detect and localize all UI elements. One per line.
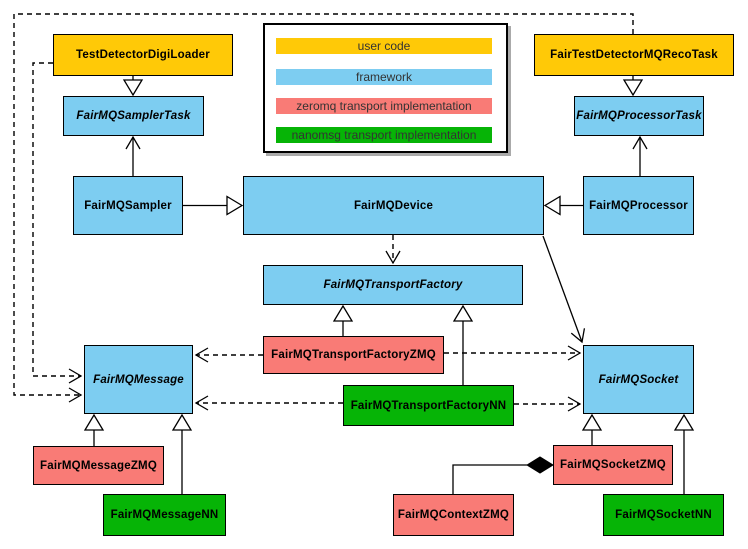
class-fairmqmessage: FairMQMessage	[84, 345, 193, 414]
legend-item-user-code: user code	[276, 38, 492, 54]
class-fairmqsampler: FairMQSampler	[73, 176, 183, 235]
class-fairmqsocketnn: FairMQSocketNN	[603, 494, 724, 536]
class-label: FairTestDetectorMQRecoTask	[550, 49, 718, 61]
legend-label: nanomsg transport implementation	[291, 128, 477, 142]
class-fairmqsamplertask: FairMQSamplerTask	[63, 96, 204, 136]
edge-device-socket	[542, 235, 586, 344]
class-testdetectordigiloader: TestDetectorDigiLoader	[53, 34, 233, 76]
class-fairmqtransportfactoryzmq: FairMQTransportFactoryZMQ	[263, 336, 444, 374]
class-label: FairMQSamplerTask	[76, 110, 191, 122]
class-fairmqprocessortask: FairMQProcessorTask	[574, 96, 704, 136]
edge-contextzmq-socketzmq	[452, 456, 554, 494]
class-label: FairMQSocketZMQ	[560, 459, 666, 471]
class-fairtestdetectormqrecotask: FairTestDetectorMQRecoTask	[534, 34, 734, 76]
class-label: FairMQProcessorTask	[576, 110, 702, 122]
class-fairmqsocket: FairMQSocket	[583, 345, 694, 414]
legend-label: user code	[357, 39, 411, 53]
class-fairmqtransportfactorynn: FairMQTransportFactoryNN	[343, 385, 514, 426]
class-label: TestDetectorDigiLoader	[76, 49, 210, 61]
legend: user code framework zeromq transport imp…	[263, 23, 508, 153]
class-label: FairMQSocketNN	[615, 509, 712, 521]
class-fairmqmessagezmq: FairMQMessageZMQ	[33, 446, 164, 485]
class-fairmqdevice: FairMQDevice	[243, 176, 544, 235]
class-fairmqmessagenn: FairMQMessageNN	[103, 494, 226, 536]
legend-label: zeromq transport implementation	[296, 99, 472, 113]
class-label: FairMQMessageNN	[110, 509, 219, 521]
legend-item-zeromq: zeromq transport implementation	[276, 98, 492, 114]
class-fairmqsocketzmq: FairMQSocketZMQ	[553, 445, 673, 485]
class-fairmqcontextzmq: FairMQContextZMQ	[393, 494, 514, 536]
class-fairmqprocessor: FairMQProcessor	[583, 176, 694, 235]
class-label: FairMQMessageZMQ	[40, 459, 157, 472]
class-label: FairMQMessage	[93, 373, 184, 386]
class-fairmqtransportfactory: FairMQTransportFactory	[263, 265, 523, 305]
class-label: FairMQDevice	[353, 199, 434, 212]
legend-item-nanomsg: nanomsg transport implementation	[276, 127, 492, 143]
class-label: FairMQContextZMQ	[397, 509, 510, 521]
class-label: FairMQTransportFactoryNN	[350, 399, 507, 412]
class-label: FairMQSampler	[84, 199, 172, 212]
legend-label: framework	[355, 70, 412, 84]
class-label: FairMQTransportFactoryZMQ	[271, 349, 436, 361]
class-label: FairMQTransportFactory	[323, 279, 463, 291]
legend-item-framework: framework	[276, 69, 492, 85]
class-label: FairMQSocket	[598, 373, 679, 386]
class-label: FairMQProcessor	[589, 199, 688, 212]
